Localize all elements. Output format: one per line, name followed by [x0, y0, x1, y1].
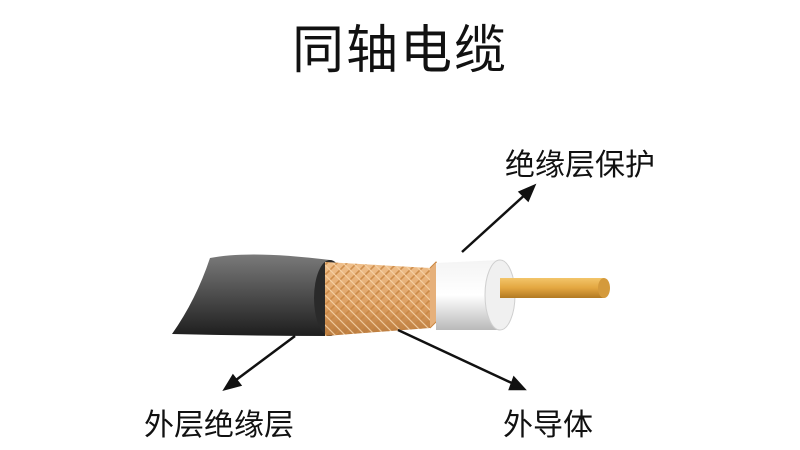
diagram-title: 同轴电缆 — [291, 21, 508, 81]
label-outer-jacket: 外层绝缘层 — [144, 408, 294, 443]
arrow-outer-jacket — [222, 334, 296, 392]
label-insulation: 绝缘层保护 — [505, 148, 655, 183]
center-conductor — [500, 278, 610, 298]
outer-jacket — [172, 254, 346, 336]
braided-shield — [325, 261, 449, 336]
arrow-insulation — [461, 183, 537, 253]
arrow-outer-conductor — [397, 328, 527, 391]
label-outer-conductor: 外导体 — [503, 408, 593, 443]
